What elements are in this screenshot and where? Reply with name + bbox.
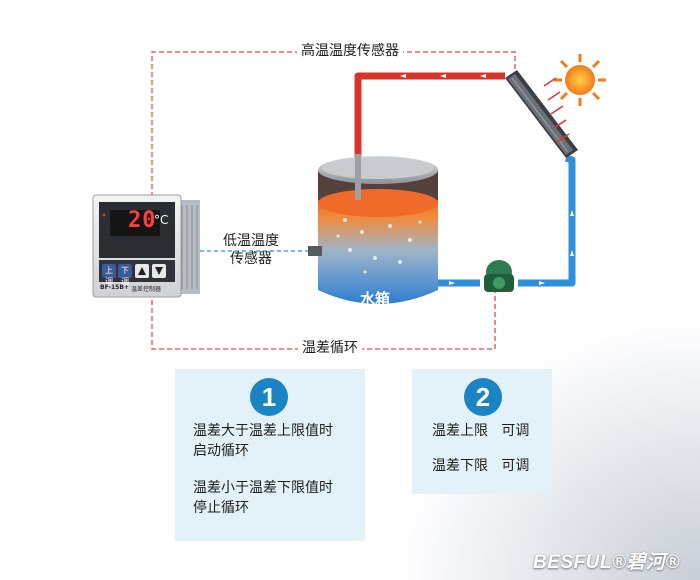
panel-1-line-4: 停止循环 (193, 500, 249, 516)
panel-2-line-2: 温差下限 可调 (432, 458, 530, 474)
water-tank (308, 154, 438, 304)
controller-model: BF-15B+ (100, 284, 129, 291)
panel-number-2: 2 (464, 378, 502, 416)
hot-pipe (354, 72, 505, 160)
tank-label: 水箱 (360, 290, 391, 308)
controller-display: 20 (128, 208, 157, 233)
pipe-arrows (400, 74, 574, 285)
solar-collector (505, 70, 578, 158)
high-temp-sensor-label: 高温温度传感器 (297, 42, 403, 60)
pump-icon (484, 260, 514, 292)
down-button-label: 下调 (121, 266, 129, 286)
controller-name: 温差控制器 (131, 286, 162, 293)
sun-icon (554, 54, 606, 106)
low-sensor-line1: 低温温度 (223, 233, 279, 249)
panel-1-line-3: 温差小于温差下限值时 (193, 480, 333, 496)
panel-1-line-1: 温差大于温差上限值时 (193, 423, 333, 439)
low-sensor-line2: 传感器 (230, 251, 272, 267)
brand-logo: BESFUL®碧河® (533, 552, 680, 573)
temp-diff-cycle-label: 温差循环 (298, 339, 362, 357)
temperature-controller (92, 194, 200, 298)
controller-unit: °C (154, 213, 169, 227)
low-temp-sensor-label: 低温温度 传感器 (205, 232, 297, 268)
panel-1-line-2: 启动循环 (193, 443, 249, 459)
panel-number-1: 1 (250, 378, 288, 416)
up-button-label: 上调 (105, 266, 113, 286)
panel-2-line-1: 温差上限 可调 (432, 423, 530, 439)
sun-rays (543, 77, 570, 143)
